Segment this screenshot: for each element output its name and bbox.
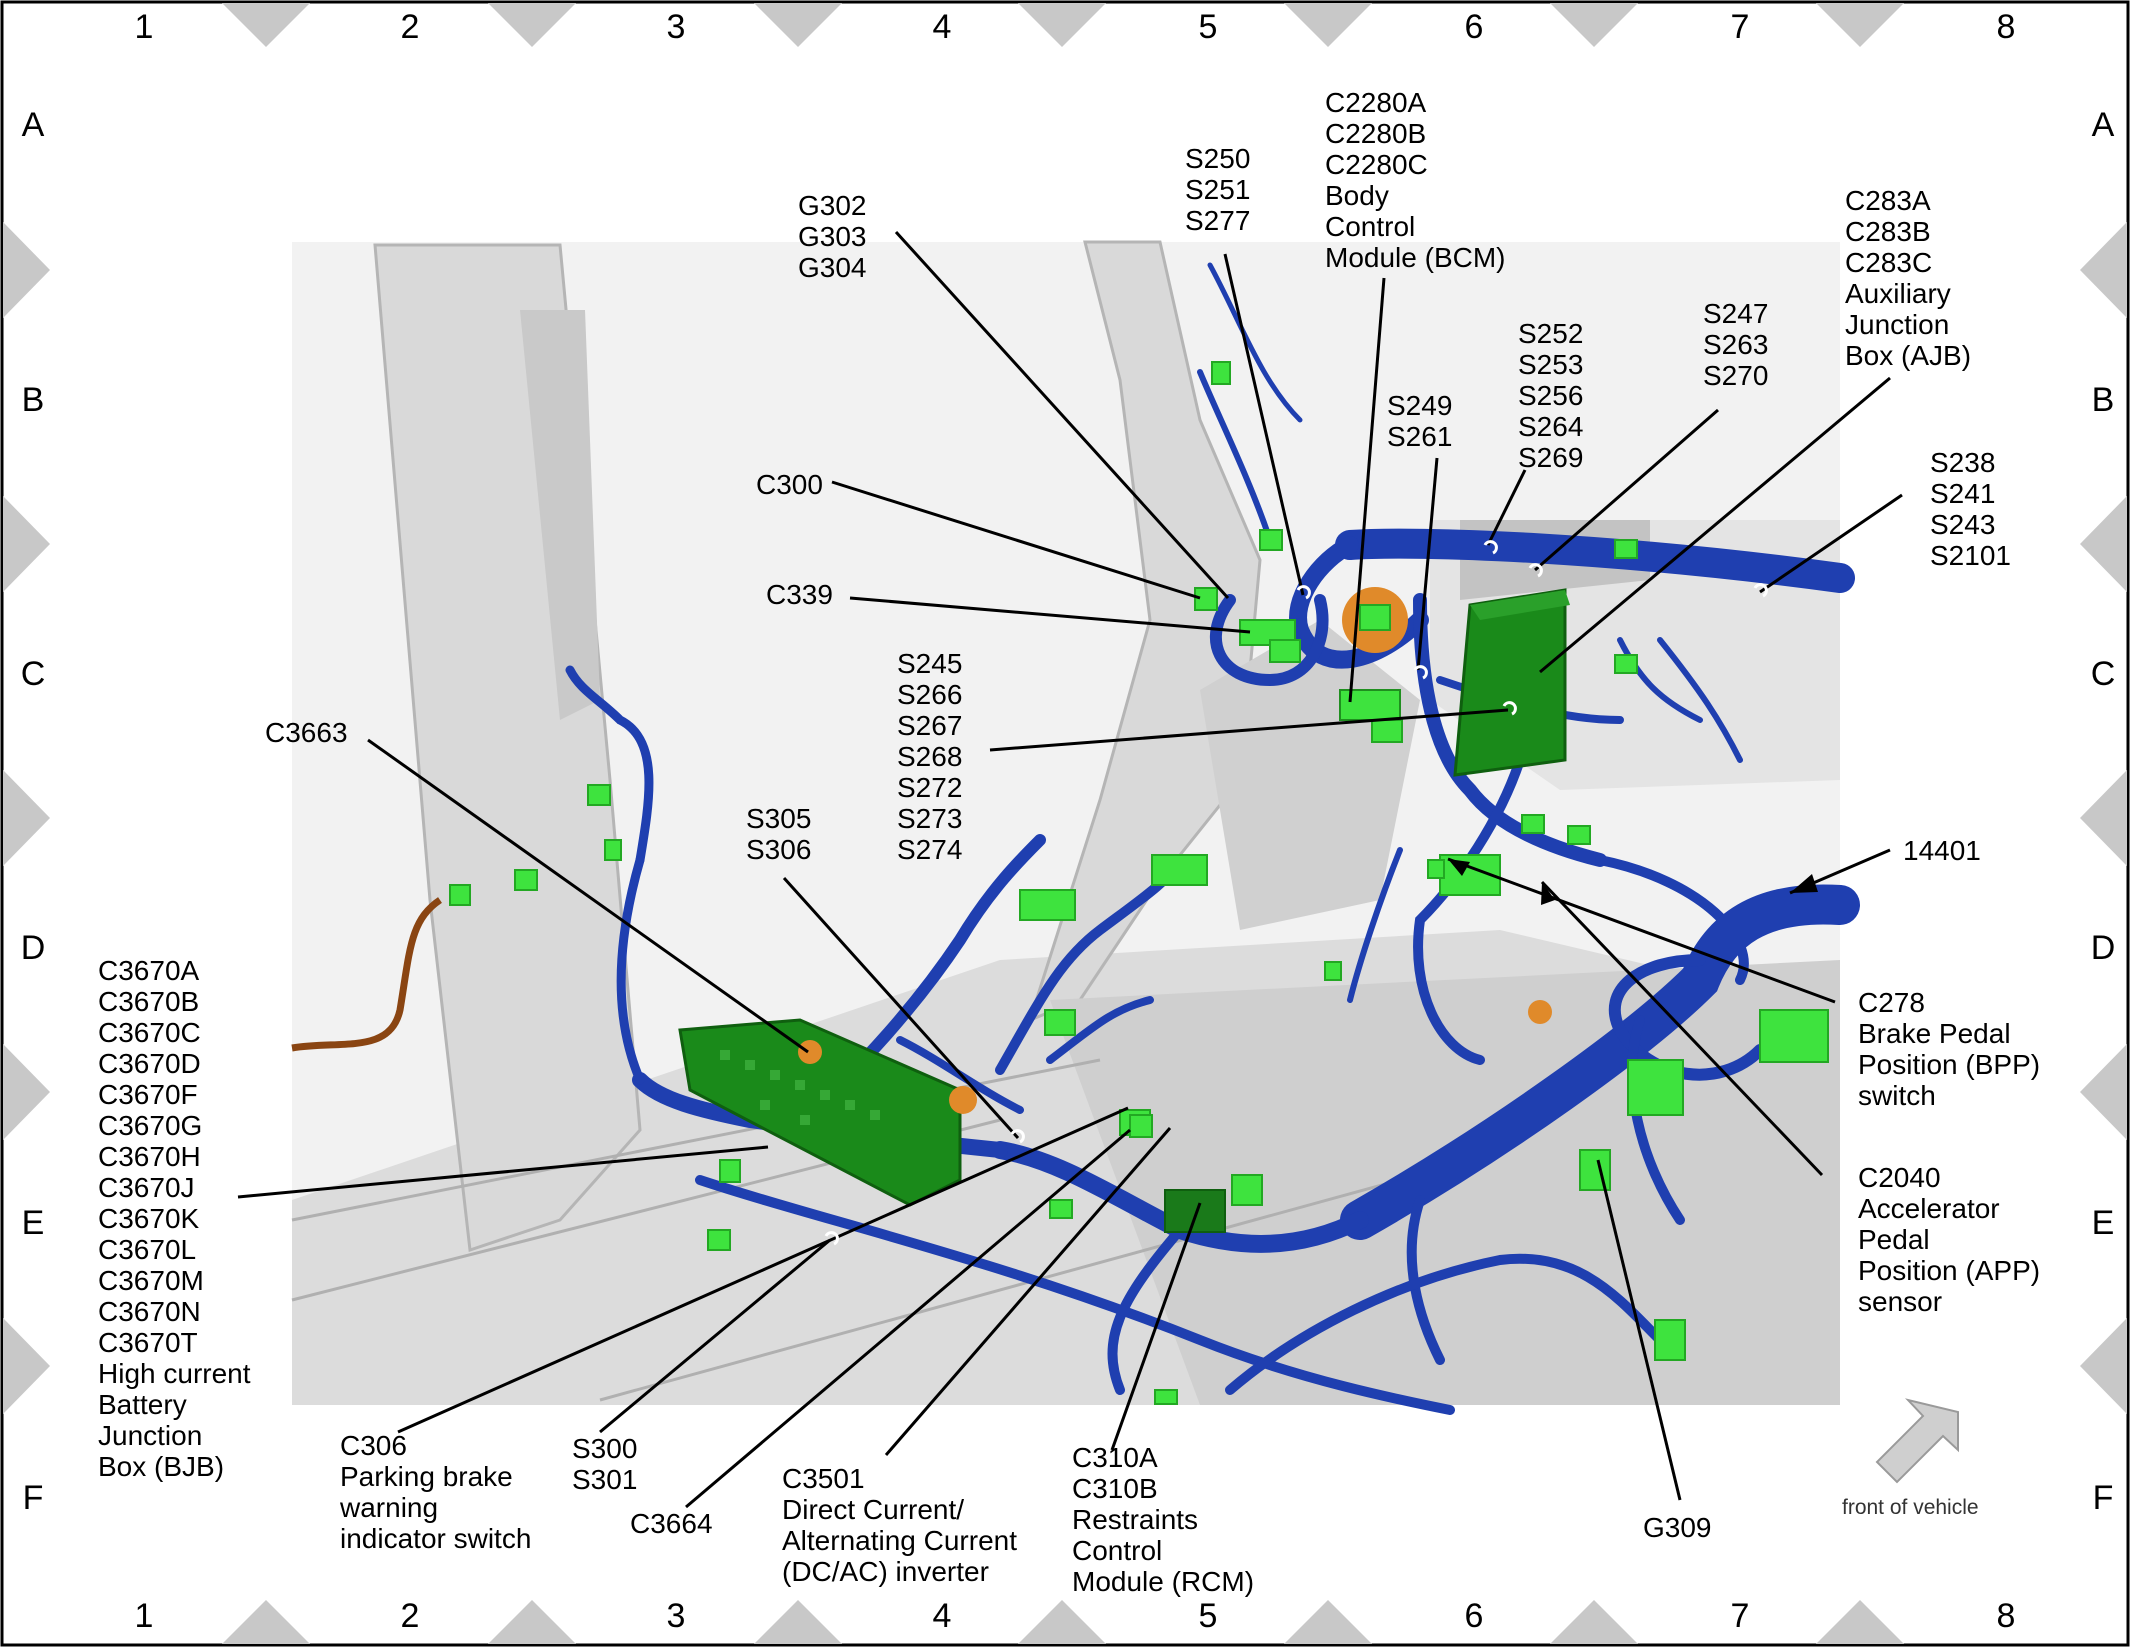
callout-c306: C306 Parking brake warning indicator swi… <box>340 1430 532 1554</box>
callout-c339: C339 <box>766 579 833 610</box>
grid-col-top-2: 2 <box>400 8 420 46</box>
grid-row-left-d: D <box>20 929 46 967</box>
callout-c3663: C3663 <box>265 717 348 748</box>
grid-col-bottom-3: 3 <box>666 1597 686 1635</box>
bottom-edge-triangles <box>222 1600 1904 1644</box>
callout-s300: S300 S301 <box>572 1433 638 1495</box>
grid-col-top-4: 4 <box>932 8 952 46</box>
grid-col-bottom-8: 8 <box>1996 1597 2016 1635</box>
grid-col-top-5: 5 <box>1198 8 1218 46</box>
callout-g302: G302 G303 G304 <box>798 190 867 283</box>
ajb-module <box>1453 588 1570 777</box>
callout-s305: S305 S306 <box>746 803 812 865</box>
grid-row-left-b: B <box>21 381 45 419</box>
grid-col-bottom-4: 4 <box>932 1597 952 1635</box>
grid-col-bottom-5: 5 <box>1198 1597 1218 1635</box>
vehicle-body <box>291 240 1840 1405</box>
callout-s249: S249 S261 <box>1387 390 1453 452</box>
grid-row-right-f: F <box>2092 1479 2114 1517</box>
callout-s238: S238 S241 S243 S2101 <box>1930 447 2011 571</box>
grid-col-bottom-1: 1 <box>134 1597 154 1635</box>
grid-col-bottom-2: 2 <box>400 1597 420 1635</box>
grid-row-left-c: C <box>20 655 46 693</box>
battery-cable <box>291 897 443 1052</box>
leader-arrowheads <box>1448 859 1818 905</box>
grid-row-left-e: E <box>21 1204 45 1242</box>
grid-row-left-f: F <box>22 1479 44 1517</box>
grid-row-right-c: C <box>2090 655 2116 693</box>
callout-c2040-app: C2040 Accelerator Pedal Position (APP) s… <box>1858 1162 2041 1317</box>
grid-row-right-e: E <box>2091 1204 2115 1242</box>
callout-s250: S250 S251 S277 <box>1185 143 1251 236</box>
grid-col-bottom-7: 7 <box>1730 1597 1750 1635</box>
left-edge-triangles <box>3 222 50 1414</box>
callout-c278-bpp: C278 Brake Pedal Position (BPP) switch <box>1858 987 2041 1111</box>
leader-lines <box>237 230 1903 1509</box>
front-of-vehicle-arrow <box>1875 1398 1959 1484</box>
connectors <box>449 361 1829 1405</box>
grid-col-top-7: 7 <box>1730 8 1750 46</box>
callout-g309: G309 <box>1643 1512 1712 1543</box>
callout-c3501-inverter: C3501 Direct Current/ Alternating Curren… <box>782 1463 1018 1587</box>
grid-col-top-8: 8 <box>1996 8 2016 46</box>
grid-row-left-a: A <box>21 106 45 144</box>
grid-row-right-a: A <box>2091 106 2115 144</box>
callout-s245: S245 S266 S267 S268 S272 S273 S274 <box>897 648 963 865</box>
rcm-module <box>1164 1189 1226 1233</box>
grid-col-top-1: 1 <box>134 8 154 46</box>
grid-row-right-d: D <box>2090 929 2116 967</box>
grid-col-top-3: 3 <box>666 8 686 46</box>
callout-s247: S247 S263 S270 <box>1703 298 1769 391</box>
callout-s252: S252 S253 S256 S264 S269 <box>1518 318 1584 473</box>
bcm-module <box>1339 689 1401 721</box>
top-edge-triangles <box>222 3 1904 47</box>
callout-c2280-bcm: C2280A C2280B C2280C Body Control Module… <box>1325 87 1506 273</box>
bjb-fuse-pattern <box>720 1050 880 1125</box>
callout-14401: 14401 <box>1903 835 1981 866</box>
right-edge-triangles <box>2080 222 2127 1414</box>
callout-c3670-bjb: C3670A C3670B C3670C C3670D C3670F C3670… <box>98 955 251 1482</box>
grid-row-right-b: B <box>2091 381 2115 419</box>
callout-c283-ajb: C283A C283B C283C Auxiliary Junction Box… <box>1845 185 1972 371</box>
callout-c300: C300 <box>756 469 823 500</box>
callout-c310-rcm: C310A C310B Restraints Control Module (R… <box>1072 1442 1255 1597</box>
callout-c3664: C3664 <box>630 1508 713 1539</box>
grid-col-top-6: 6 <box>1464 8 1484 46</box>
front-of-vehicle-label: front of vehicle <box>1842 1496 1979 1519</box>
splice-markers <box>824 540 1768 1246</box>
grid-col-bottom-6: 6 <box>1464 1597 1484 1635</box>
